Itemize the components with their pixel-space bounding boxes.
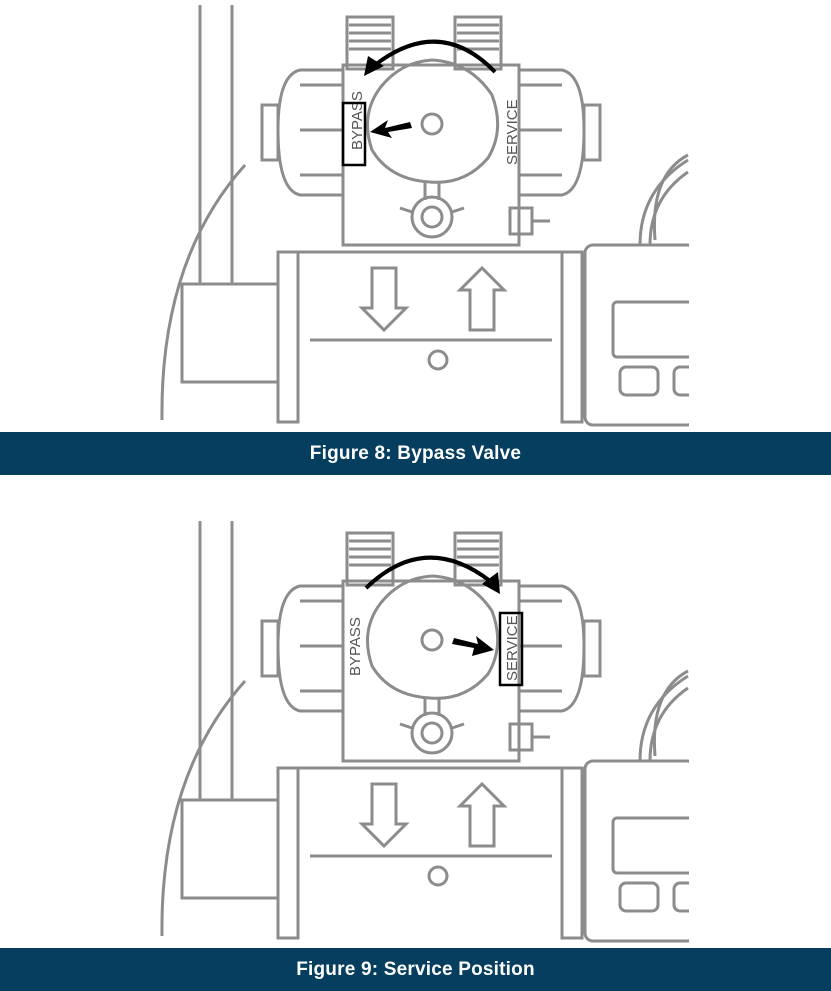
tank-outline [160,164,247,421]
highlight-box [498,611,524,687]
rotation-arrow-icon [373,39,497,74]
service-label: SERVICE [504,615,521,681]
rotation-arrow-icon [364,555,492,590]
bypass-label: BYPASS [349,91,366,150]
figure-8-illustration: BYPASS SERVICE [0,0,831,432]
figure-9-caption: Figure 9: Service Position [0,948,831,991]
bypass-label: BYPASS [347,617,364,676]
valve-body [341,63,521,247]
screw-hole [427,349,449,371]
bypass-knob [366,58,500,184]
flow-down-arrow-icon [358,782,410,849]
mount-bracket [180,282,280,384]
pointer-arrow-icon [370,120,412,138]
service-label: SERVICE [504,99,521,165]
figure-9-illustration: BYPASS SERVICE [0,516,831,948]
flow-up-arrow-icon [456,265,508,332]
pointer-arrow-icon [452,636,494,656]
bypass-valve-drawing: BYPASS SERVICE [160,0,831,432]
highlight-box [341,101,367,167]
flow-up-arrow-icon [456,781,508,848]
service-position-drawing: BYPASS SERVICE [160,516,831,948]
controller-housing [583,243,697,427]
flow-down-arrow-icon [358,266,410,333]
drain-valve [410,195,454,239]
controller-display [611,300,700,359]
tank-outline-right [652,153,689,241]
figure-8-caption: Figure 8: Bypass Valve [0,432,831,475]
